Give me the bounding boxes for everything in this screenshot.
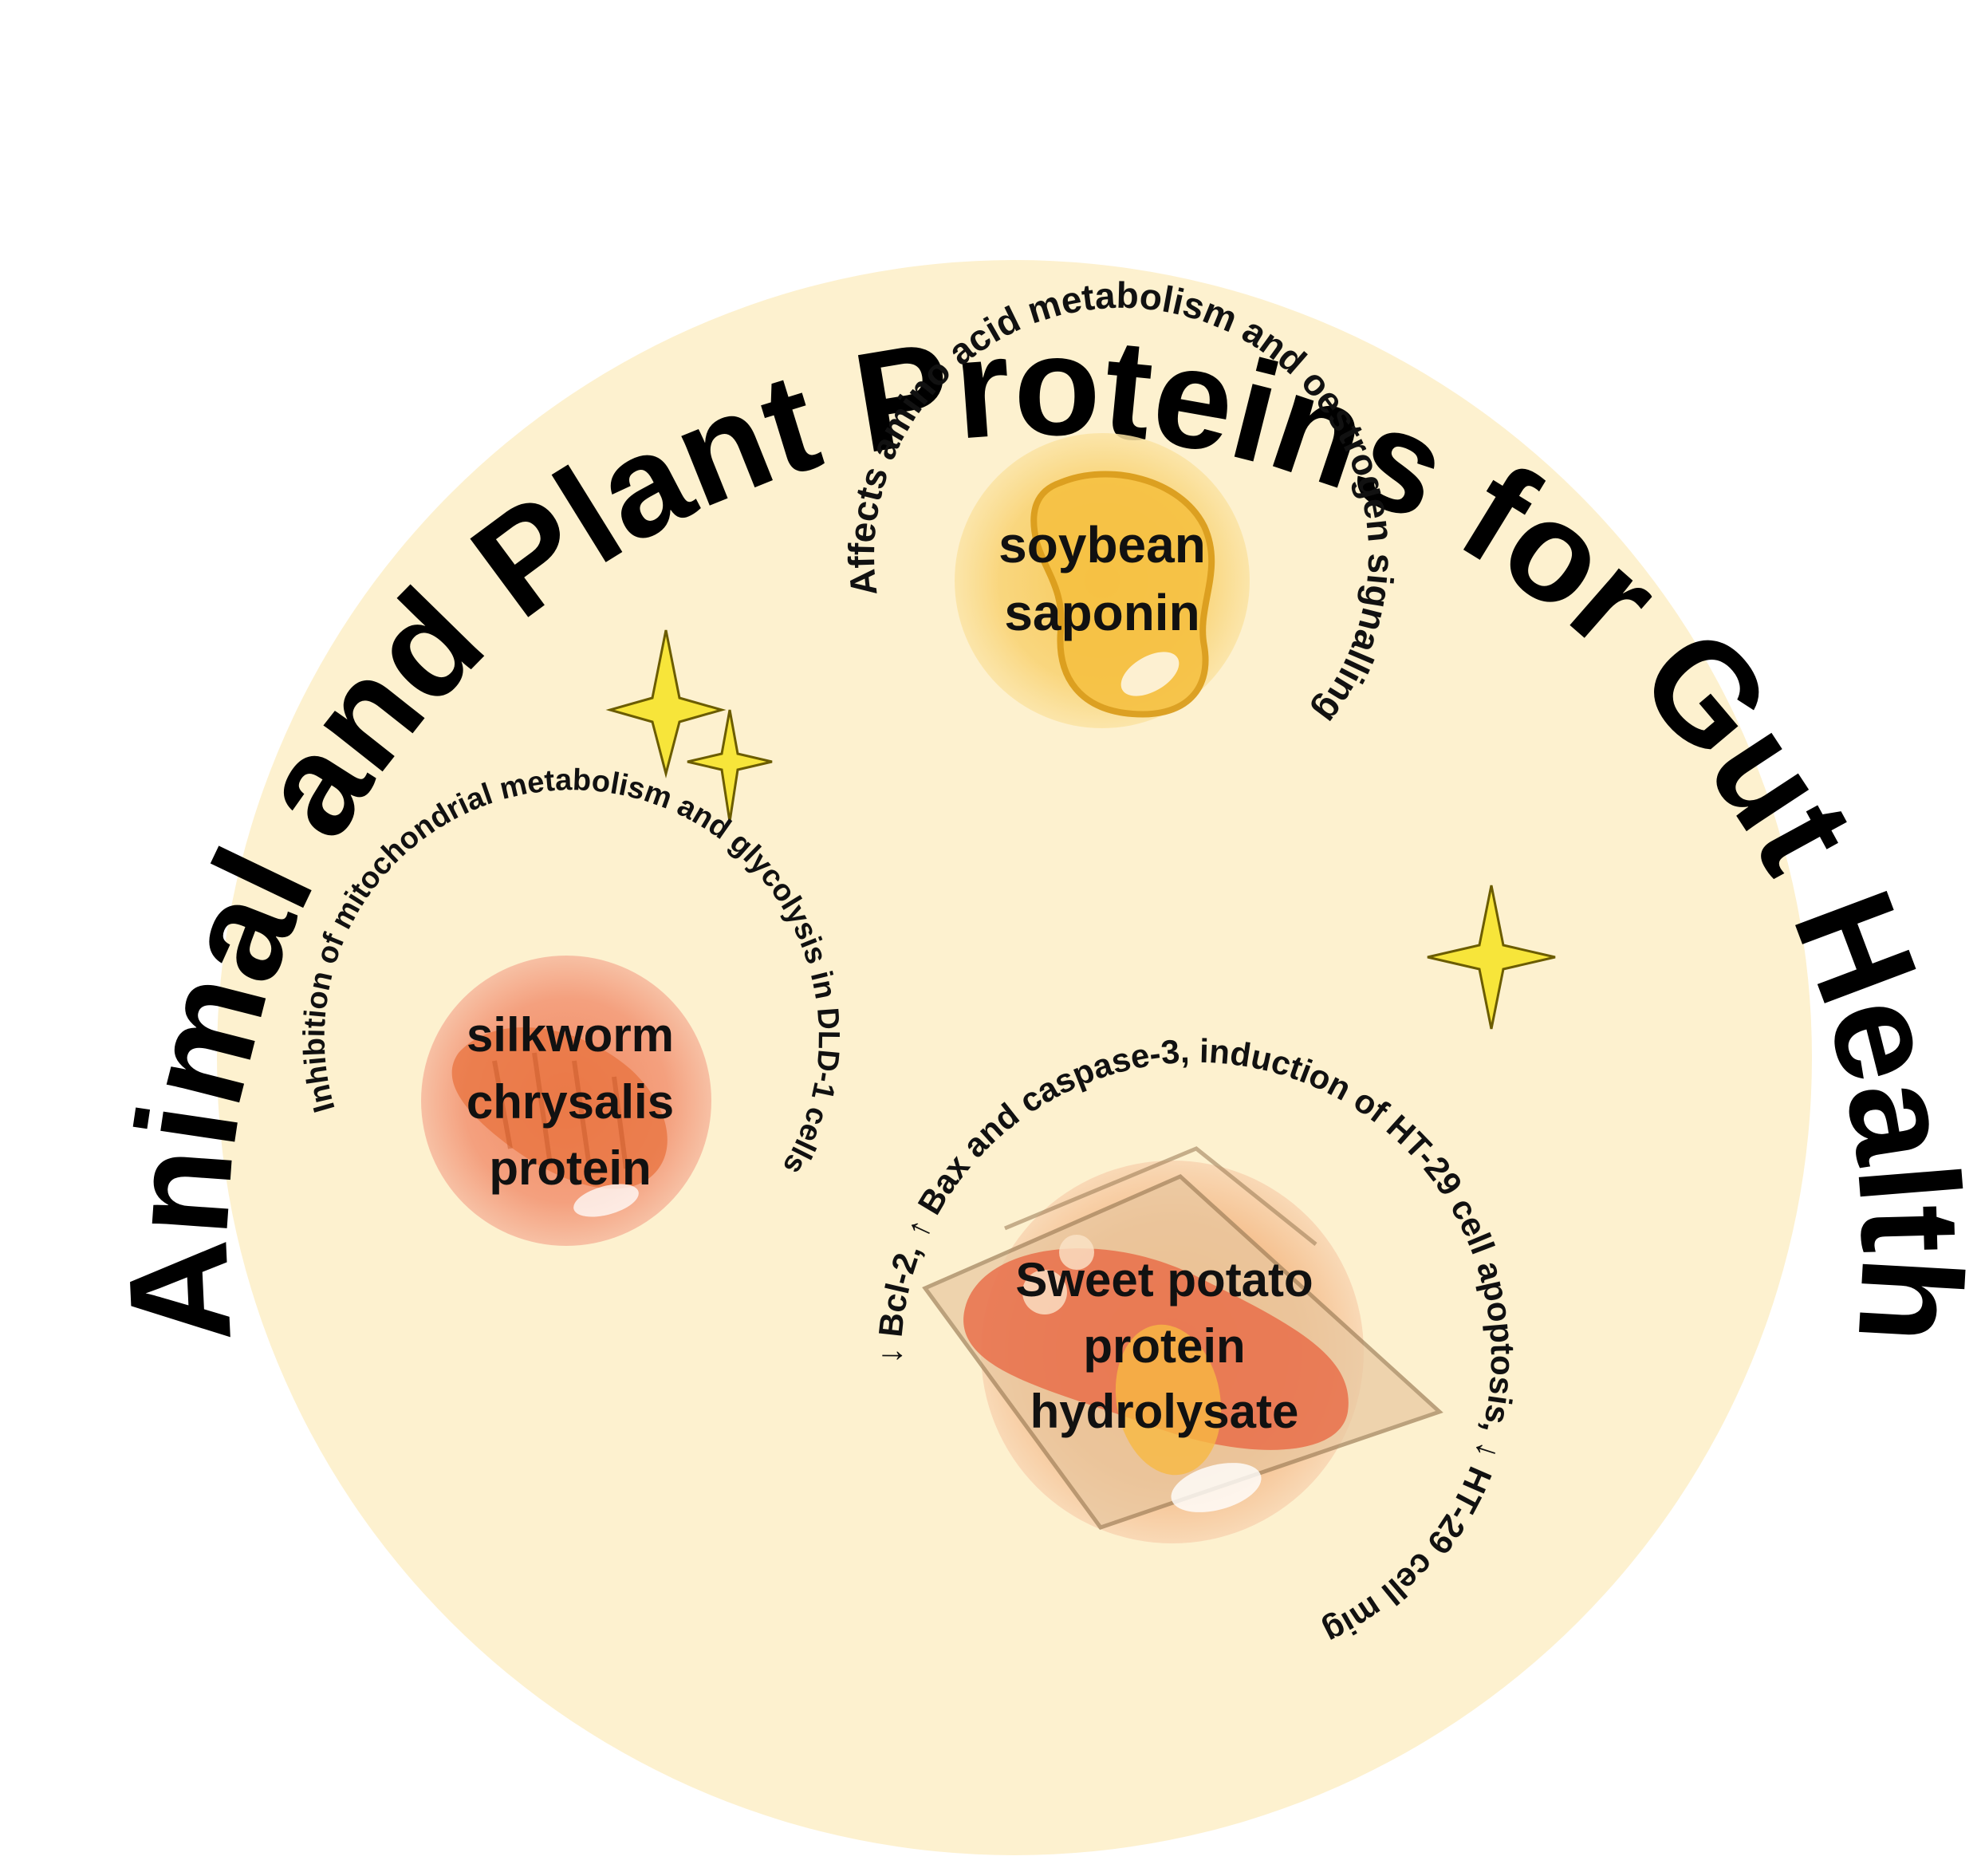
silkworm-chrysalis-icon	[451, 1027, 668, 1217]
sweet-potato-label-line-1: Sweet potato	[1015, 1253, 1313, 1306]
sparkle-icon	[1427, 885, 1556, 1030]
silkworm-label-line-3: protein	[489, 1141, 651, 1195]
soybean-icon	[1030, 471, 1215, 718]
sweet-potato-icon	[922, 1146, 1443, 1530]
soybean-label-line-2: saponin	[1004, 584, 1199, 641]
background-disc	[217, 260, 1812, 1855]
soybean-label-line-1: soybean	[998, 516, 1206, 573]
sparkle-icon	[605, 629, 727, 778]
sweet-potato-label-line-2: protein	[1083, 1319, 1245, 1373]
silkworm-label-line-2: chrysalis	[467, 1075, 674, 1129]
silkworm-label-line-1: silkworm	[467, 1008, 674, 1062]
sparkle-icon	[687, 709, 773, 822]
sweet-potato-label-line-3: hydrolysate	[1030, 1385, 1299, 1438]
